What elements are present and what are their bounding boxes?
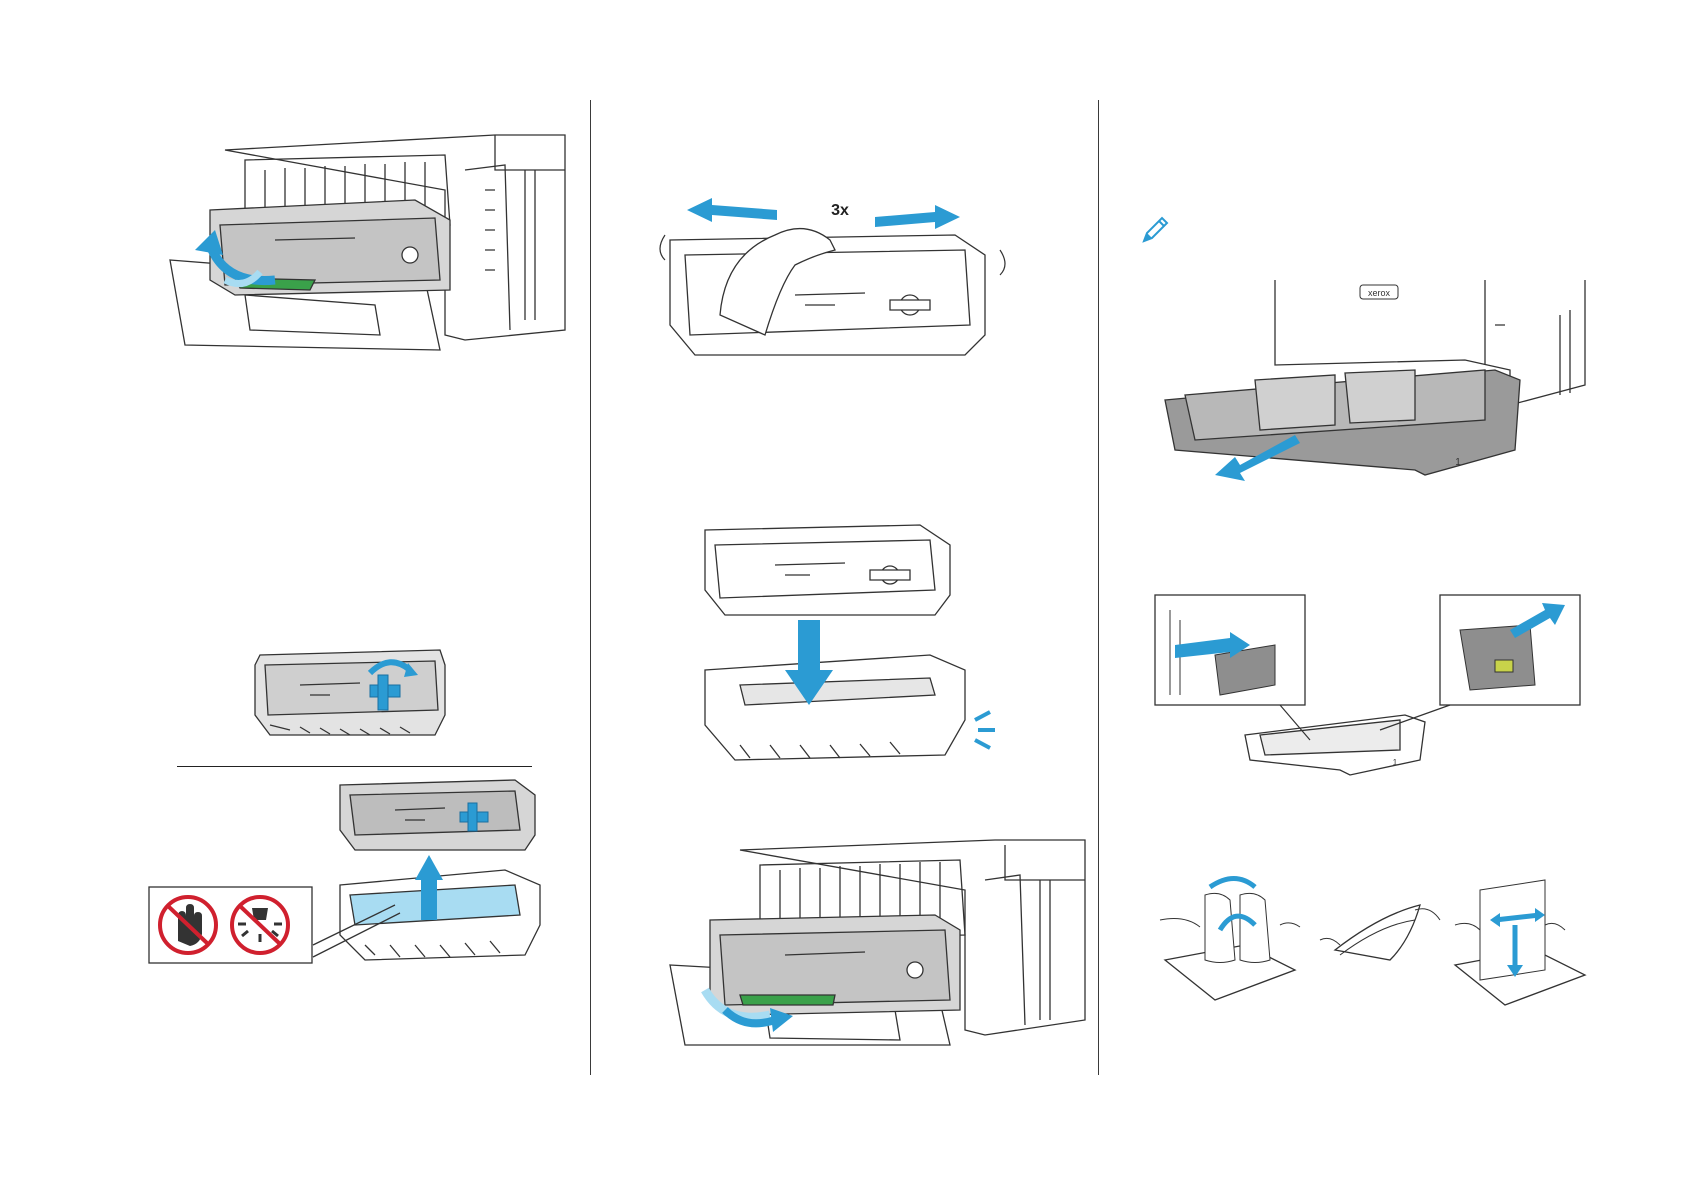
no-light-icon [232,897,288,953]
remove-tray-illustration: xerox 1 [1165,275,1585,500]
insert-toner-illustration [700,520,1000,770]
fan-paper-step [1320,905,1440,960]
tray-removal-svg: xerox 1 [1165,275,1585,500]
no-touch-warning-box [148,886,313,964]
printer-open-svg [165,130,565,360]
shake-toner-svg: 3x [665,195,1020,365]
repeat-count-label: 3x [831,202,849,219]
brand-label: xerox [1368,288,1391,298]
tray-number-small: 1 [1393,758,1398,767]
toner-into-drum-svg [700,520,1000,770]
insert-imaging-unit-illustration [665,840,1085,1050]
adjust-guides-illustration: 1 [1150,590,1585,795]
no-touch-icon [160,897,216,953]
pencil-note-icon [1140,215,1170,245]
rotate-lever-illustration [250,635,450,745]
warning-pointer-lines [300,895,400,955]
printer-insert-svg [665,840,1085,1050]
warning-icons-svg [148,886,313,964]
section-separator [177,766,532,767]
align-paper-step [1455,880,1585,1005]
shake-cartridge-illustration: 3x [665,195,1020,365]
paper-flex-svg [1160,865,1590,1005]
flex-paper-step [1160,879,1300,1001]
remove-imaging-unit-illustration [165,130,565,360]
tray-number-label: 1 [1455,457,1461,468]
column-divider-right [1098,100,1099,1075]
tray-guides-svg: 1 [1150,590,1585,795]
imaging-unit-lever-svg [250,635,450,745]
flex-paper-illustration [1160,865,1590,1005]
column-divider-left [590,100,591,1075]
